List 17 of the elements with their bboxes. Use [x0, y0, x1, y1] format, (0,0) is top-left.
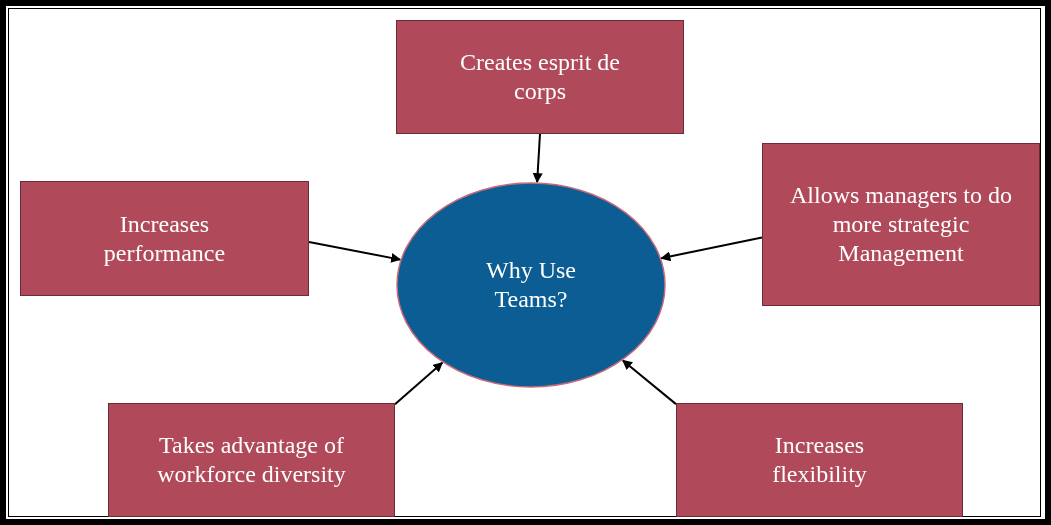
- reason-box: [676, 403, 963, 517]
- arrow: [660, 236, 763, 262]
- node-text: Creates esprit de corps: [459, 48, 621, 106]
- reason-box: [20, 181, 309, 296]
- arrow: [532, 133, 543, 184]
- node-text: Allows managers to do more strategic Management: [789, 181, 1013, 268]
- arrow: [308, 240, 402, 263]
- reason-box: [762, 143, 1040, 306]
- node-text: Takes advantage of workforce diversity: [156, 431, 347, 489]
- central-ellipse: [396, 182, 666, 388]
- node-text: Why Use Teams?: [485, 256, 577, 314]
- arrow: [394, 361, 444, 406]
- node-text: Increases flexibility: [771, 431, 868, 489]
- arrow: [621, 359, 677, 406]
- reason-box: [108, 403, 395, 517]
- node-text: Increases performance: [102, 209, 227, 268]
- reason-box: [396, 20, 684, 134]
